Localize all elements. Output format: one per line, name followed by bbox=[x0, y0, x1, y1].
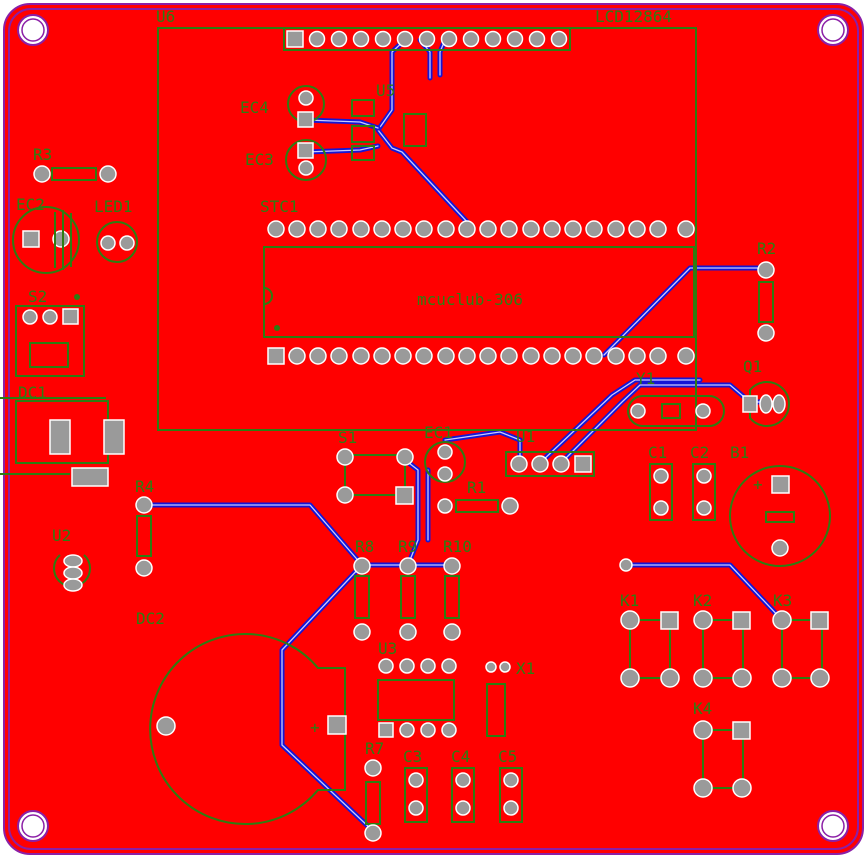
c2-capacitor: C2 bbox=[690, 443, 716, 521]
r9-label: R9 bbox=[398, 537, 417, 556]
ec2-label: EC2 bbox=[16, 195, 45, 214]
lcd-header-pins bbox=[283, 27, 571, 51]
s1-switch: S1 bbox=[336, 428, 414, 505]
y1-label: Y1 bbox=[636, 369, 655, 388]
k4-label: K4 bbox=[693, 699, 712, 718]
x1-label: X1 bbox=[516, 659, 535, 678]
s2-label: S2 bbox=[28, 287, 47, 306]
stc1-pins bbox=[267, 220, 695, 365]
trace-r4-network bbox=[140, 457, 455, 833]
u5-regulator: U5 bbox=[351, 81, 427, 161]
k3-label: K3 bbox=[773, 591, 792, 610]
trace-k3-line bbox=[622, 562, 785, 623]
q1-transistor: Q1 bbox=[742, 357, 790, 427]
lcd-label: LCD12864 bbox=[595, 7, 672, 26]
x1-crystal: X1 bbox=[485, 659, 535, 737]
led1-label: LED1 bbox=[94, 197, 133, 216]
r2-resistor: R2 bbox=[757, 239, 776, 342]
stc1-label: STC1 bbox=[260, 197, 299, 216]
k4-button: K4 bbox=[693, 699, 752, 798]
u2-label: U2 bbox=[52, 526, 71, 545]
trace-stc-to-r2 bbox=[601, 265, 769, 358]
c4-label: C4 bbox=[451, 747, 470, 766]
c5-label: C5 bbox=[498, 747, 517, 766]
r10-label: R10 bbox=[443, 537, 472, 556]
r4-label: R4 bbox=[135, 477, 154, 496]
c3-label: C3 bbox=[403, 747, 422, 766]
k1-button: K1 bbox=[620, 591, 680, 688]
dc2-label: DC2 bbox=[136, 609, 165, 628]
u2-sensor: U2 bbox=[52, 526, 91, 592]
ec2-capacitor: EC2 bbox=[12, 195, 80, 274]
mcu-chip-text: mcuclub-306 bbox=[417, 290, 523, 309]
c2-label: C2 bbox=[690, 443, 709, 462]
u1-header: U1 bbox=[505, 427, 595, 477]
trace-lcd-to-stc bbox=[303, 37, 473, 228]
traces bbox=[140, 37, 785, 833]
r1-resistor: R1 bbox=[437, 478, 519, 515]
u3-ic: U3 bbox=[377, 639, 457, 738]
y1-crystal: Y1 bbox=[627, 369, 725, 427]
c3-capacitor: C3 bbox=[403, 747, 428, 823]
r2-label: R2 bbox=[757, 239, 776, 258]
r8-label: R8 bbox=[355, 537, 374, 556]
r7-resistor: R7 bbox=[364, 739, 384, 842]
r10-resistor: R10 bbox=[443, 537, 472, 641]
led1: LED1 bbox=[94, 197, 138, 263]
ec3-capacitor: EC3 bbox=[245, 139, 327, 181]
k2-label: K2 bbox=[693, 591, 712, 610]
k3-via bbox=[619, 558, 633, 572]
ec3-label: EC3 bbox=[245, 150, 274, 169]
c5-capacitor: C5 bbox=[498, 747, 523, 823]
r9-resistor: R9 bbox=[398, 537, 417, 641]
r3-label: R3 bbox=[33, 145, 52, 164]
q1-label: Q1 bbox=[743, 357, 762, 376]
ec4-label: EC4 bbox=[240, 98, 269, 117]
c4-capacitor: C4 bbox=[451, 747, 475, 823]
s2-switch: S2 bbox=[15, 287, 85, 377]
b1-plus: + bbox=[753, 475, 763, 494]
b1-label: B1 bbox=[730, 443, 749, 462]
s1-label: S1 bbox=[338, 428, 357, 447]
r8-resistor: R8 bbox=[353, 537, 374, 641]
dc2-plus: + bbox=[310, 718, 320, 737]
dc1-label: DC1 bbox=[18, 383, 47, 402]
r3-resistor: R3 bbox=[33, 145, 117, 183]
r1-label: R1 bbox=[467, 478, 486, 497]
pcb-outline-inner bbox=[8, 8, 859, 850]
dc2-capacitor: + DC2 bbox=[136, 609, 347, 825]
u1-label: U1 bbox=[516, 427, 535, 446]
c1-capacitor: C1 bbox=[648, 443, 673, 521]
k2-button: K2 bbox=[693, 591, 752, 688]
ec4-capacitor: EC4 bbox=[240, 85, 325, 128]
stc1-mcu: STC1 mcuclub-306 bbox=[260, 197, 695, 338]
r7-label: R7 bbox=[365, 739, 384, 758]
k1-label: K1 bbox=[620, 591, 639, 610]
c1-label: C1 bbox=[648, 443, 667, 462]
ec1-label: EC1 bbox=[424, 423, 453, 442]
k3-button: K3 bbox=[772, 591, 830, 688]
u5-label: U5 bbox=[376, 81, 395, 100]
dc1-connector: DC1 bbox=[0, 383, 125, 487]
b1-buzzer: + B1 bbox=[729, 443, 831, 567]
u3-label: U3 bbox=[378, 639, 397, 658]
u6-label: U6 bbox=[156, 7, 175, 26]
r4-resistor: R4 bbox=[135, 477, 154, 577]
mounting-holes bbox=[17, 14, 849, 842]
ec1-capacitor: EC1 bbox=[424, 423, 466, 483]
pcb-outline bbox=[3, 3, 864, 855]
